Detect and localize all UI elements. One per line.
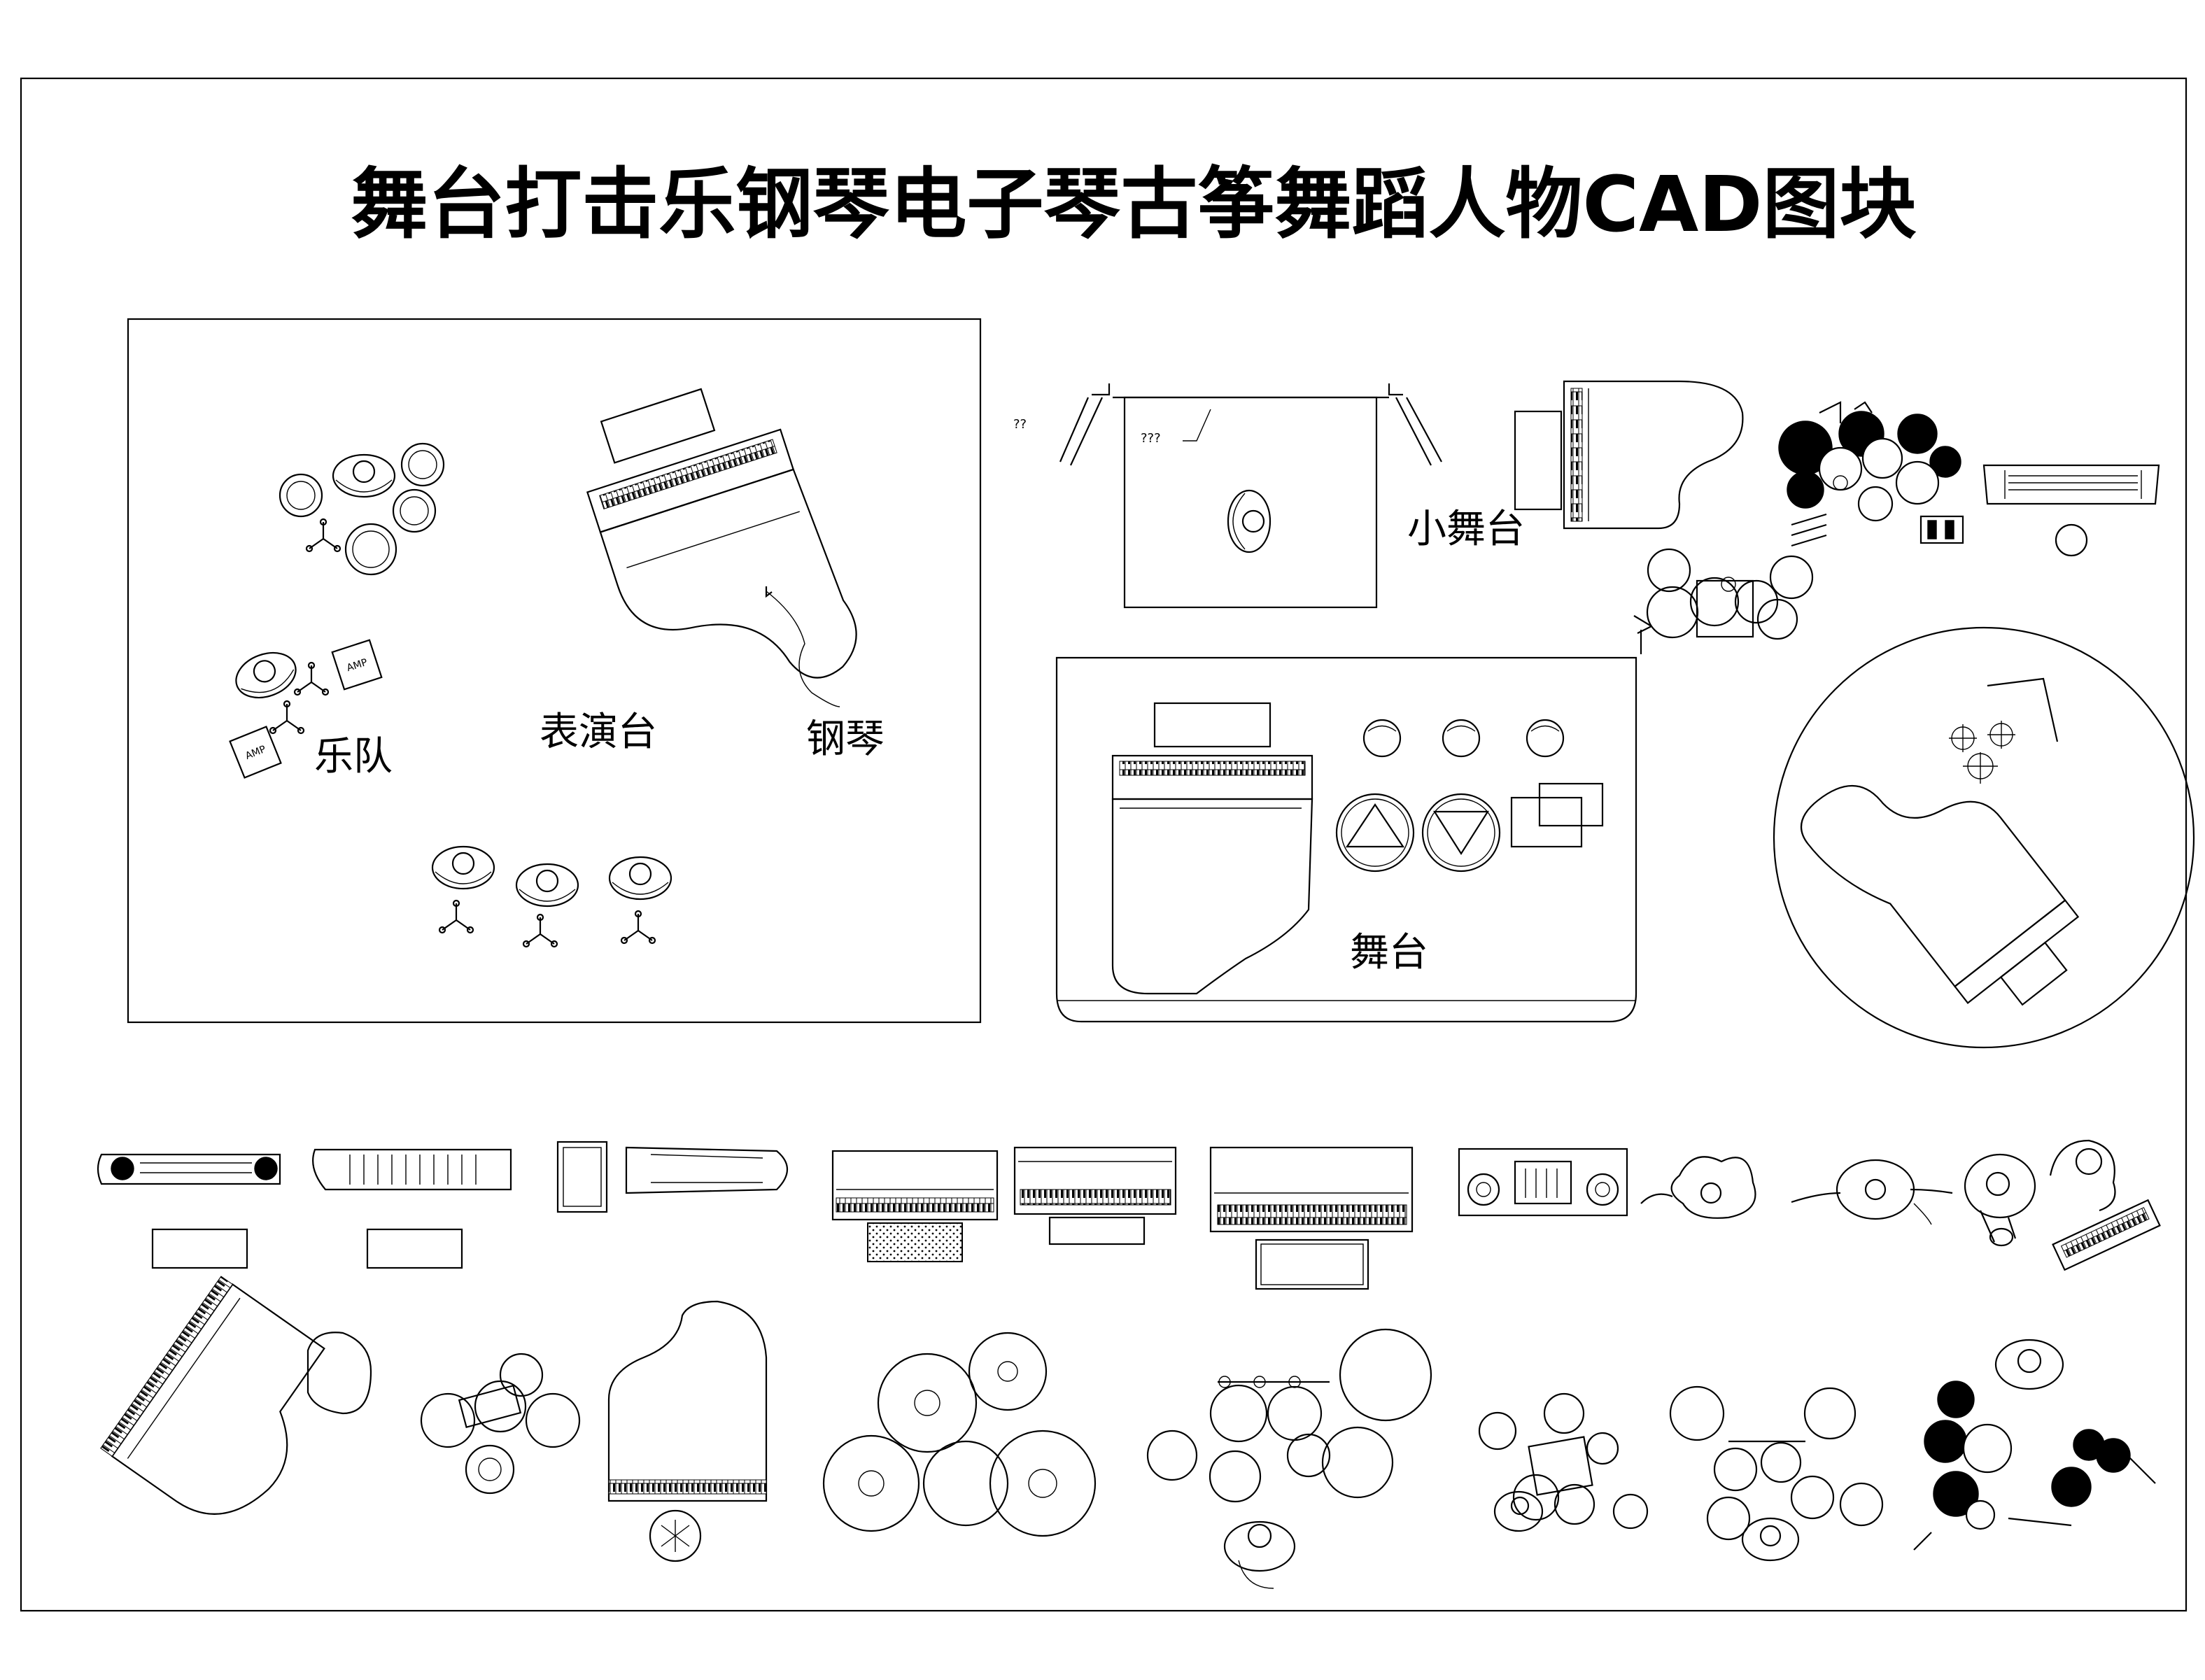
amp-box: AMP — [229, 726, 282, 779]
stage-stools — [1362, 719, 1565, 758]
drum-kit-small-1 — [420, 1353, 581, 1495]
page-title: 舞台打击乐钢琴电子琴古筝舞蹈人物CAD图块 — [351, 160, 1916, 249]
main-stage-label: 舞台 — [1350, 930, 1428, 975]
guitarist — [1964, 1153, 2036, 1247]
dancer-2 — [1791, 1159, 1953, 1225]
upright-piano-3 — [1209, 1146, 1414, 1290]
guzheng-top — [1982, 464, 2160, 557]
drummer-kit-large — [1146, 1328, 1432, 1589]
upright-piano-2 — [1013, 1146, 1177, 1245]
drummer-kit-dark — [1913, 1339, 2156, 1551]
dancer-1 — [1640, 1156, 1756, 1219]
small-stage-label: 小舞台 — [1407, 507, 1525, 552]
piano-bench-blob — [307, 1332, 372, 1415]
small-stage-mark-a: ?? — [1013, 417, 1027, 432]
amp-box: AMP — [331, 639, 383, 691]
grand-piano-top — [1514, 380, 1744, 530]
guzheng-3 — [556, 1141, 788, 1213]
performance-panel: AMP AMP 乐队 表演台 钢琴 — [127, 318, 982, 1024]
drummer-kit-medium — [1478, 1392, 1649, 1532]
mixer-console — [1458, 1148, 1628, 1217]
dancers-row — [1640, 1139, 2161, 1271]
drawing-frame — [20, 77, 2188, 1612]
small-stage-panel: ?? ??? 小舞台 — [1013, 383, 1525, 609]
dark-drum-kit — [1778, 401, 1964, 547]
band-drum-set — [279, 442, 445, 576]
svg-text:AMP: AMP — [346, 657, 369, 675]
cymbal-cluster — [822, 1332, 1097, 1537]
stage-timpani — [1335, 793, 1501, 873]
upright-piano-1 — [831, 1150, 999, 1262]
grand-piano-vertical — [607, 1300, 768, 1562]
panel-grand-piano — [586, 388, 857, 679]
round-stage — [1773, 626, 2195, 1049]
guzheng-2 — [312, 1148, 512, 1269]
svg-text:AMP: AMP — [244, 744, 267, 762]
band-label: 乐队 — [314, 734, 393, 779]
singers-row — [431, 845, 672, 948]
small-stage-dancer — [1227, 489, 1271, 553]
guzheng-1 — [97, 1153, 281, 1269]
piano-label: 钢琴 — [806, 717, 885, 762]
performance-stage-label: 表演台 — [540, 710, 657, 755]
small-stage-mark-b: ??? — [1141, 431, 1161, 446]
keyboard-player — [2049, 1139, 2161, 1271]
drummer-kit-medium-2 — [1669, 1385, 1884, 1562]
grand-piano-angled — [100, 1276, 325, 1515]
drum-kit-mid — [1633, 548, 1814, 640]
main-stage-panel: 舞台 — [1055, 630, 1642, 1023]
